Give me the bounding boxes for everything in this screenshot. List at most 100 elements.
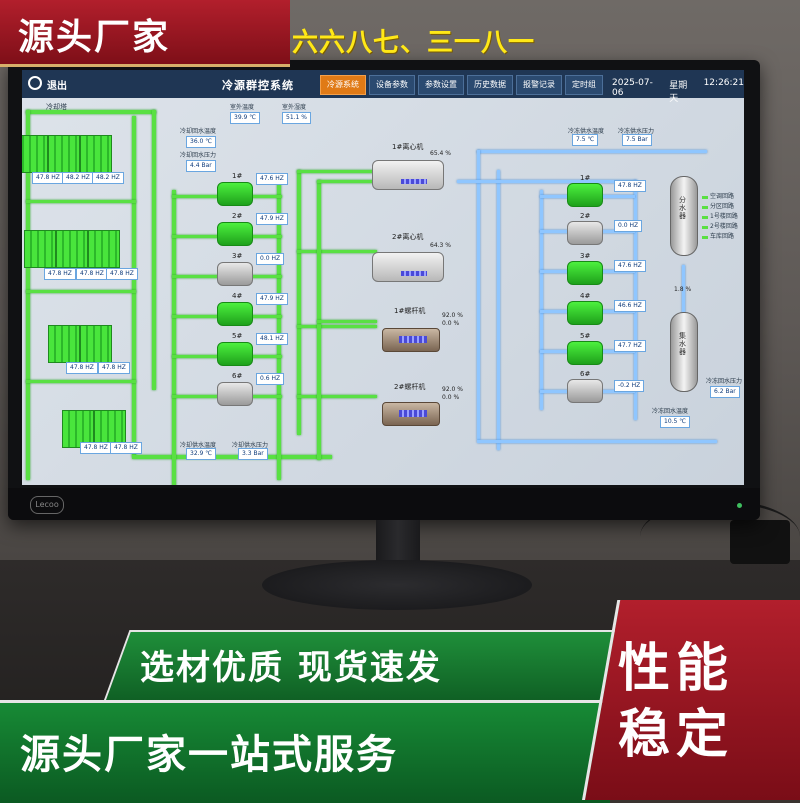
tower-hz: 47.8 HZ (76, 268, 108, 280)
tower-hz: 47.8 HZ (44, 268, 76, 280)
tab-cold-source[interactable]: 冷源系统 (320, 75, 366, 95)
cooling-pump-hz: 48.1 HZ (256, 333, 288, 345)
circuit-label: 车库回路 (710, 233, 735, 240)
outdoor-hum-label: 室外湿度 (282, 104, 307, 111)
promo-top-banner: 源头厂家 (0, 0, 290, 67)
screw-chiller-1[interactable] (382, 328, 440, 352)
chiller-load-secondary: 0.0 % (442, 320, 460, 327)
desk-device (730, 520, 790, 564)
exit-icon[interactable] (28, 76, 42, 90)
promo-corner-line1: 性能 (618, 639, 735, 699)
chilled-pump-1[interactable] (567, 183, 603, 207)
chiller-indicator (401, 179, 427, 184)
chilled-pump-hz: 47.7 HZ (614, 340, 646, 352)
promo-bottom-band (0, 700, 610, 803)
pipe (317, 180, 377, 183)
chiller-indicator (401, 271, 427, 276)
promo-corner-line2: 稳定 (618, 705, 735, 765)
cw-supply-press: 3.3 Bar (238, 448, 268, 460)
centrifugal-chiller-1[interactable] (372, 160, 444, 190)
chilled-pump-hz: 0.0 HZ (614, 220, 643, 232)
chiller-name: 2#螺杆机 (394, 383, 426, 391)
circuit-marker (702, 235, 708, 239)
chilled-pump-name: 6# (580, 370, 591, 378)
circuit-legend: 空调回路 分区回路 1号楼回路 2号楼回路 车库回路 (702, 192, 738, 242)
tab-equipment-params[interactable]: 设备参数 (369, 75, 415, 95)
pipe (477, 440, 717, 443)
chw-supply-temp-label: 冷冻供水温度 (568, 128, 605, 135)
tab-param-settings[interactable]: 参数设置 (418, 75, 464, 95)
circuit-label: 1号楼回路 (710, 213, 738, 220)
screw-chiller-2[interactable] (382, 402, 440, 426)
pipe (277, 180, 281, 480)
water-distributor[interactable] (670, 176, 698, 256)
cooling-tower[interactable] (88, 230, 120, 268)
chiller-indicator (399, 336, 427, 343)
monitor-chin (8, 488, 760, 520)
chilled-pump-6[interactable] (567, 379, 603, 403)
cooling-pump-hz: 0.6 HZ (256, 373, 285, 385)
exit-button[interactable]: 退出 (47, 81, 67, 92)
cooling-pump-name: 2# (232, 212, 243, 220)
monitor-brand-logo: Lecoo (30, 496, 64, 514)
tower-hz: 48.2 HZ (62, 172, 94, 184)
power-led-icon (737, 503, 742, 508)
promo-phone-text: 六六八七、三一八一 (292, 28, 536, 58)
cooling-pump-hz: 47.9 HZ (256, 213, 288, 225)
chilled-pump-3[interactable] (567, 261, 603, 285)
pipe (152, 110, 156, 390)
collector-label: 集水器 (679, 332, 686, 356)
circuit-marker (702, 205, 708, 209)
cooling-pump-3[interactable] (217, 262, 253, 286)
cooling-pump-4[interactable] (217, 302, 253, 326)
cooling-tower[interactable] (48, 135, 80, 173)
pipe (477, 150, 480, 440)
tower-hz: 47.8 HZ (110, 442, 142, 454)
tower-hz: 47.8 HZ (80, 442, 112, 454)
pipe (297, 170, 301, 435)
cooling-tower[interactable] (56, 230, 88, 268)
centrifugal-chiller-2[interactable] (372, 252, 444, 282)
chilled-pump-4[interactable] (567, 301, 603, 325)
tab-timers[interactable]: 定时组 (565, 75, 603, 95)
cooling-tower[interactable] (22, 135, 48, 173)
date-text: 2025-07-06 (612, 78, 653, 98)
cooling-tower[interactable] (62, 410, 94, 448)
outdoor-temp-label: 室外温度 (230, 104, 255, 111)
cooling-tower[interactable] (80, 135, 112, 173)
circuit-label: 分区回路 (710, 203, 735, 210)
cw-supply-temp: 32.9 ℃ (186, 448, 217, 460)
chilled-pump-5[interactable] (567, 341, 603, 365)
pipe (682, 265, 685, 325)
cooling-pump-5[interactable] (217, 342, 253, 366)
cooling-pump-1[interactable] (217, 182, 253, 206)
pipe (477, 150, 707, 153)
chilled-pump-name: 1# (580, 174, 591, 182)
tower-hz: 47.8 HZ (66, 362, 98, 374)
chw-supply-press: 7.5 Bar (622, 134, 652, 146)
chw-return-temp: 10.5 ℃ (660, 416, 691, 428)
pipe (297, 250, 377, 253)
cooling-tower[interactable] (80, 325, 112, 363)
chilled-pump-2[interactable] (567, 221, 603, 245)
cooling-pump-6[interactable] (217, 382, 253, 406)
chiller-name: 1#螺杆机 (394, 307, 426, 315)
cw-supply-press-label: 冷却供水压力 (232, 442, 269, 449)
cooling-tower[interactable] (94, 410, 126, 448)
water-collector[interactable] (670, 312, 698, 392)
monitor-stand (262, 560, 532, 610)
chilled-pump-hz: 47.6 HZ (614, 260, 646, 272)
pipe (26, 200, 136, 203)
cooling-tower[interactable] (48, 325, 80, 363)
circuit-label: 2号楼回路 (710, 223, 738, 230)
cooling-pump-hz: 47.6 HZ (256, 173, 288, 185)
cw-return-press: 4.4 Bar (186, 160, 216, 172)
chiller-load-secondary: 0.0 % (442, 394, 460, 401)
cooling-pump-2[interactable] (217, 222, 253, 246)
chiller-load: 65.4 % (430, 150, 451, 157)
outdoor-humidity: 51.1 % (282, 112, 311, 124)
tab-history[interactable]: 历史数据 (467, 75, 513, 95)
tab-alarms[interactable]: 报警记录 (516, 75, 562, 95)
cooling-tower[interactable] (24, 230, 56, 268)
nav-tabs: 冷源系统 设备参数 参数设置 历史数据 报警记录 定时组 (320, 75, 603, 95)
